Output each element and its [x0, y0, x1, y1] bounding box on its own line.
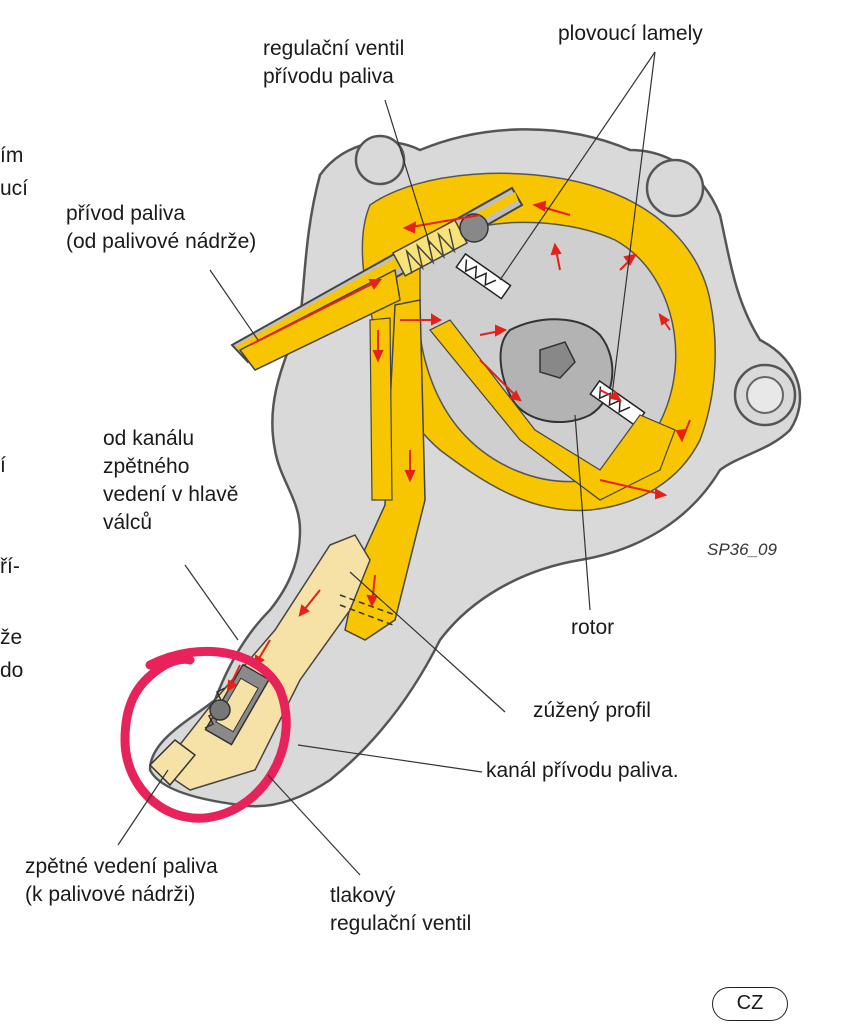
left-fragment-2: ucí	[0, 177, 29, 200]
return-outlet-tip	[148, 739, 197, 787]
housing-boss	[645, 158, 705, 218]
pressure-regulating-valve	[204, 663, 271, 746]
rotor	[499, 318, 614, 423]
left-fragment-6: do	[0, 659, 24, 682]
housing-boss	[354, 134, 406, 186]
floating-vane-upper	[455, 252, 512, 300]
return-channel-left	[369, 317, 393, 501]
valve-ball-icon	[209, 699, 231, 721]
inlet-pipe-lower	[238, 268, 401, 371]
label-fuel-return-line: zpětné vedení paliva (k palivové nádrži)	[25, 855, 218, 906]
label-inlet-regulating-valve: regulační ventil přívodu paliva	[263, 37, 405, 88]
left-fragment-5: že	[0, 626, 23, 649]
label-narrowed-profile: zúžený profil	[533, 699, 651, 722]
left-fragment-4: ří-	[0, 555, 20, 578]
inlet-regulating-valve	[391, 213, 489, 277]
label-floating-vanes: plovoucí lamely	[558, 22, 703, 45]
label-return-channel-head: od kanálu zpětného vedení v hlavě válců	[103, 427, 239, 534]
label-rotor: rotor	[571, 616, 615, 639]
left-fragment-3: í	[0, 454, 6, 477]
label-fuel-inlet: přívod paliva (od palivové nádrže)	[66, 202, 257, 253]
mounting-hole-icon	[746, 376, 784, 414]
leader-lines	[117, 51, 656, 876]
valve-ball-icon	[459, 213, 489, 243]
left-fragment-1: ím	[0, 144, 24, 167]
figure-code: SP36_09	[707, 540, 777, 559]
label-pressure-regulating-valve: tlakový regulační ventil	[330, 884, 472, 935]
pressure-loop-channel	[429, 319, 676, 501]
label-fuel-supply-channel: kanál přívodu paliva.	[486, 759, 679, 782]
language-badge: CZ	[712, 987, 788, 1021]
highlight-circle	[120, 646, 291, 823]
